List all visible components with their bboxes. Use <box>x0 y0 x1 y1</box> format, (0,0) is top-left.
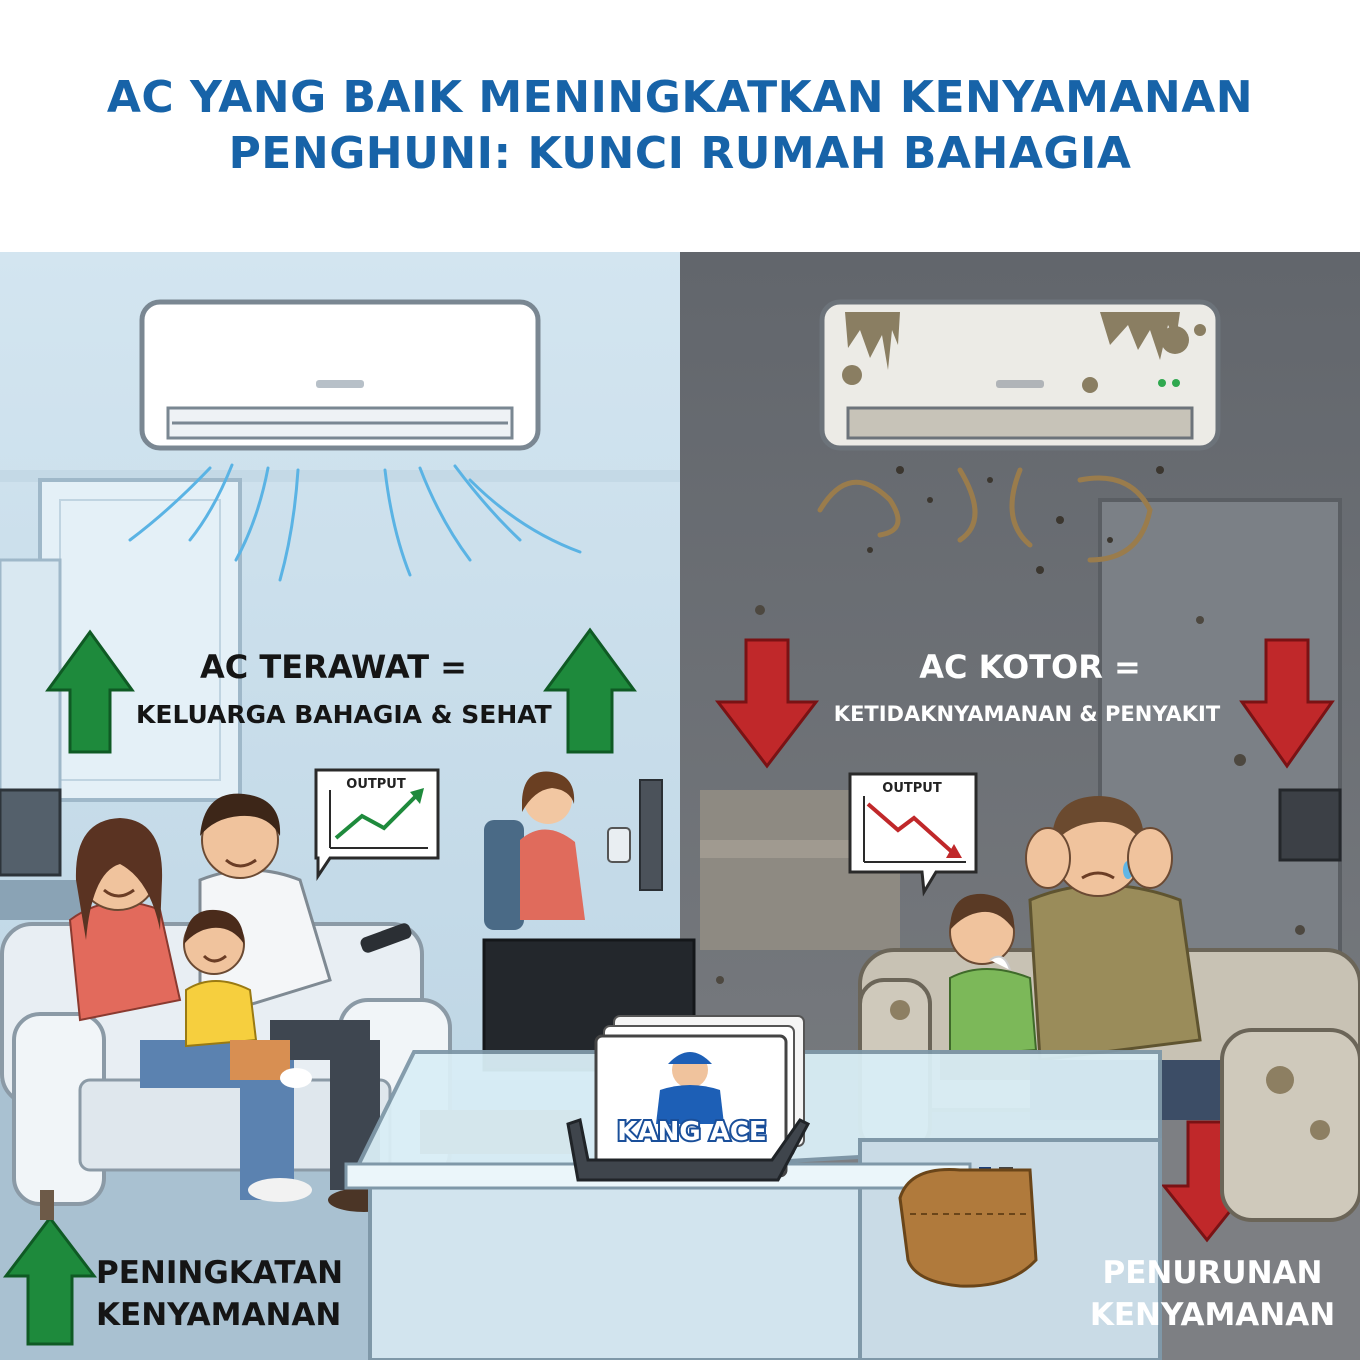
dirty-air-conditioner-icon <box>817 299 1221 574</box>
title-line-2: PENGHUNI: KUNCI RUMAH BAHAGIA <box>228 128 1132 179</box>
arrow-up-icon <box>45 629 135 754</box>
right-headline: AC KOTOR = <box>919 648 1141 686</box>
woman-with-remote <box>484 771 663 930</box>
output-chart-label: OUTPUT <box>346 777 406 792</box>
output-chart-label: OUTPUT <box>882 781 942 796</box>
output-up-chart: OUTPUT <box>314 768 440 881</box>
page-title: AC YANG BAIK MENINGKATKAN KENYAMANAN PEN… <box>0 70 1360 182</box>
arrow-down-icon <box>714 638 820 769</box>
clean-air-conditioner-icon <box>128 299 582 582</box>
comfort-increase-line-1: PENINGKATAN <box>96 1255 344 1291</box>
brand-logo-text: KANG ACE <box>617 1117 766 1147</box>
arrow-down-icon <box>1239 638 1335 769</box>
comfort-increase-label: PENINGKATAN KENYAMANAN <box>96 1252 346 1336</box>
arrow-up-icon <box>2 1215 98 1346</box>
comfort-decrease-label: PENURUNAN KENYAMANAN <box>1085 1252 1340 1336</box>
tool-pouch-icon <box>898 1167 1038 1288</box>
illustration: OUTPUT OUTPUT <box>0 252 1360 1360</box>
arrow-up-icon <box>543 627 637 754</box>
comfort-increase-line-2: KENYAMANAN <box>96 1297 342 1333</box>
output-down-chart: OUTPUT <box>848 772 978 897</box>
right-subline: KETIDAKNYAMANAN & PENYAKIT <box>833 702 1221 726</box>
left-headline: AC TERAWAT = <box>200 648 467 686</box>
business-card-holder: KANG ACE <box>566 1015 811 1182</box>
title-line-1: AC YANG BAIK MENINGKATKAN KENYAMANAN <box>106 72 1254 123</box>
left-subline: KELUARGA BAHAGIA & SEHAT <box>136 700 552 729</box>
comfort-decrease-line-2: KENYAMANAN <box>1089 1297 1336 1333</box>
comfort-decrease-line-1: PENURUNAN <box>1102 1255 1323 1291</box>
